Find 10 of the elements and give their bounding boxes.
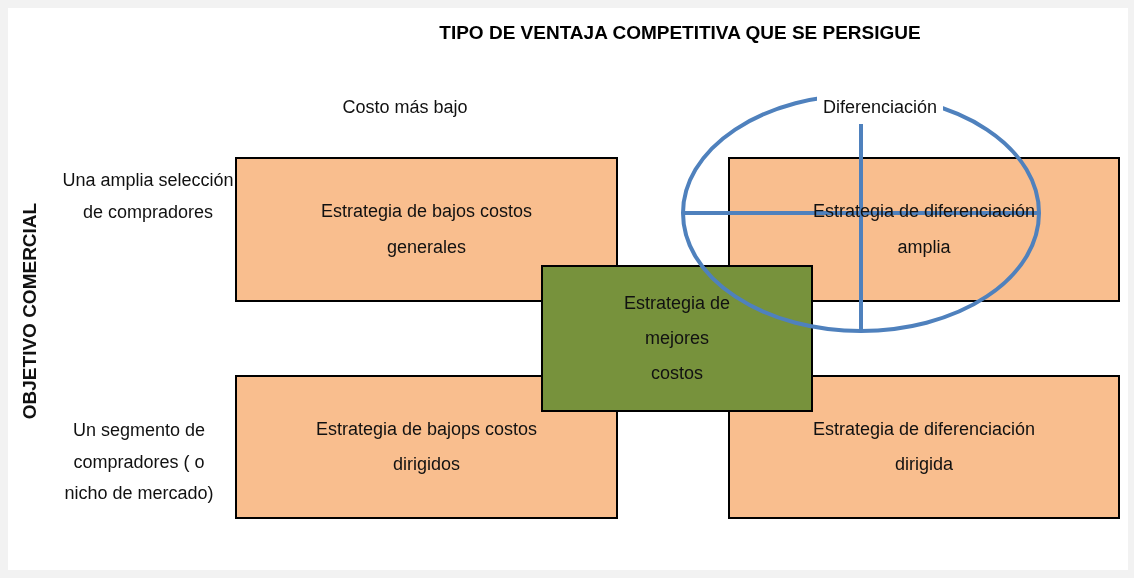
diagram-title: TIPO DE VENTAJA COMPETITIVA QUE SE PERSIGUE <box>438 22 922 44</box>
strategy-box: Estrategia de bajops costos dirigidos <box>235 375 618 519</box>
strategy-box: Estrategia de mejores costos <box>541 265 813 412</box>
row-header: Una amplia selección de compradores <box>61 169 235 224</box>
row-header: Un segmento de compradores ( o nicho de mercado) <box>63 419 215 505</box>
strategy-box: Estrategia de bajos costos generales <box>235 157 618 302</box>
column-header: Costo más bajo <box>341 96 469 119</box>
strategy-box: Estrategia de diferenciación dirigida <box>728 375 1120 519</box>
axis-title: OBJETIVO COMERCIAL <box>19 201 41 421</box>
column-header: Diferenciación <box>817 92 943 124</box>
